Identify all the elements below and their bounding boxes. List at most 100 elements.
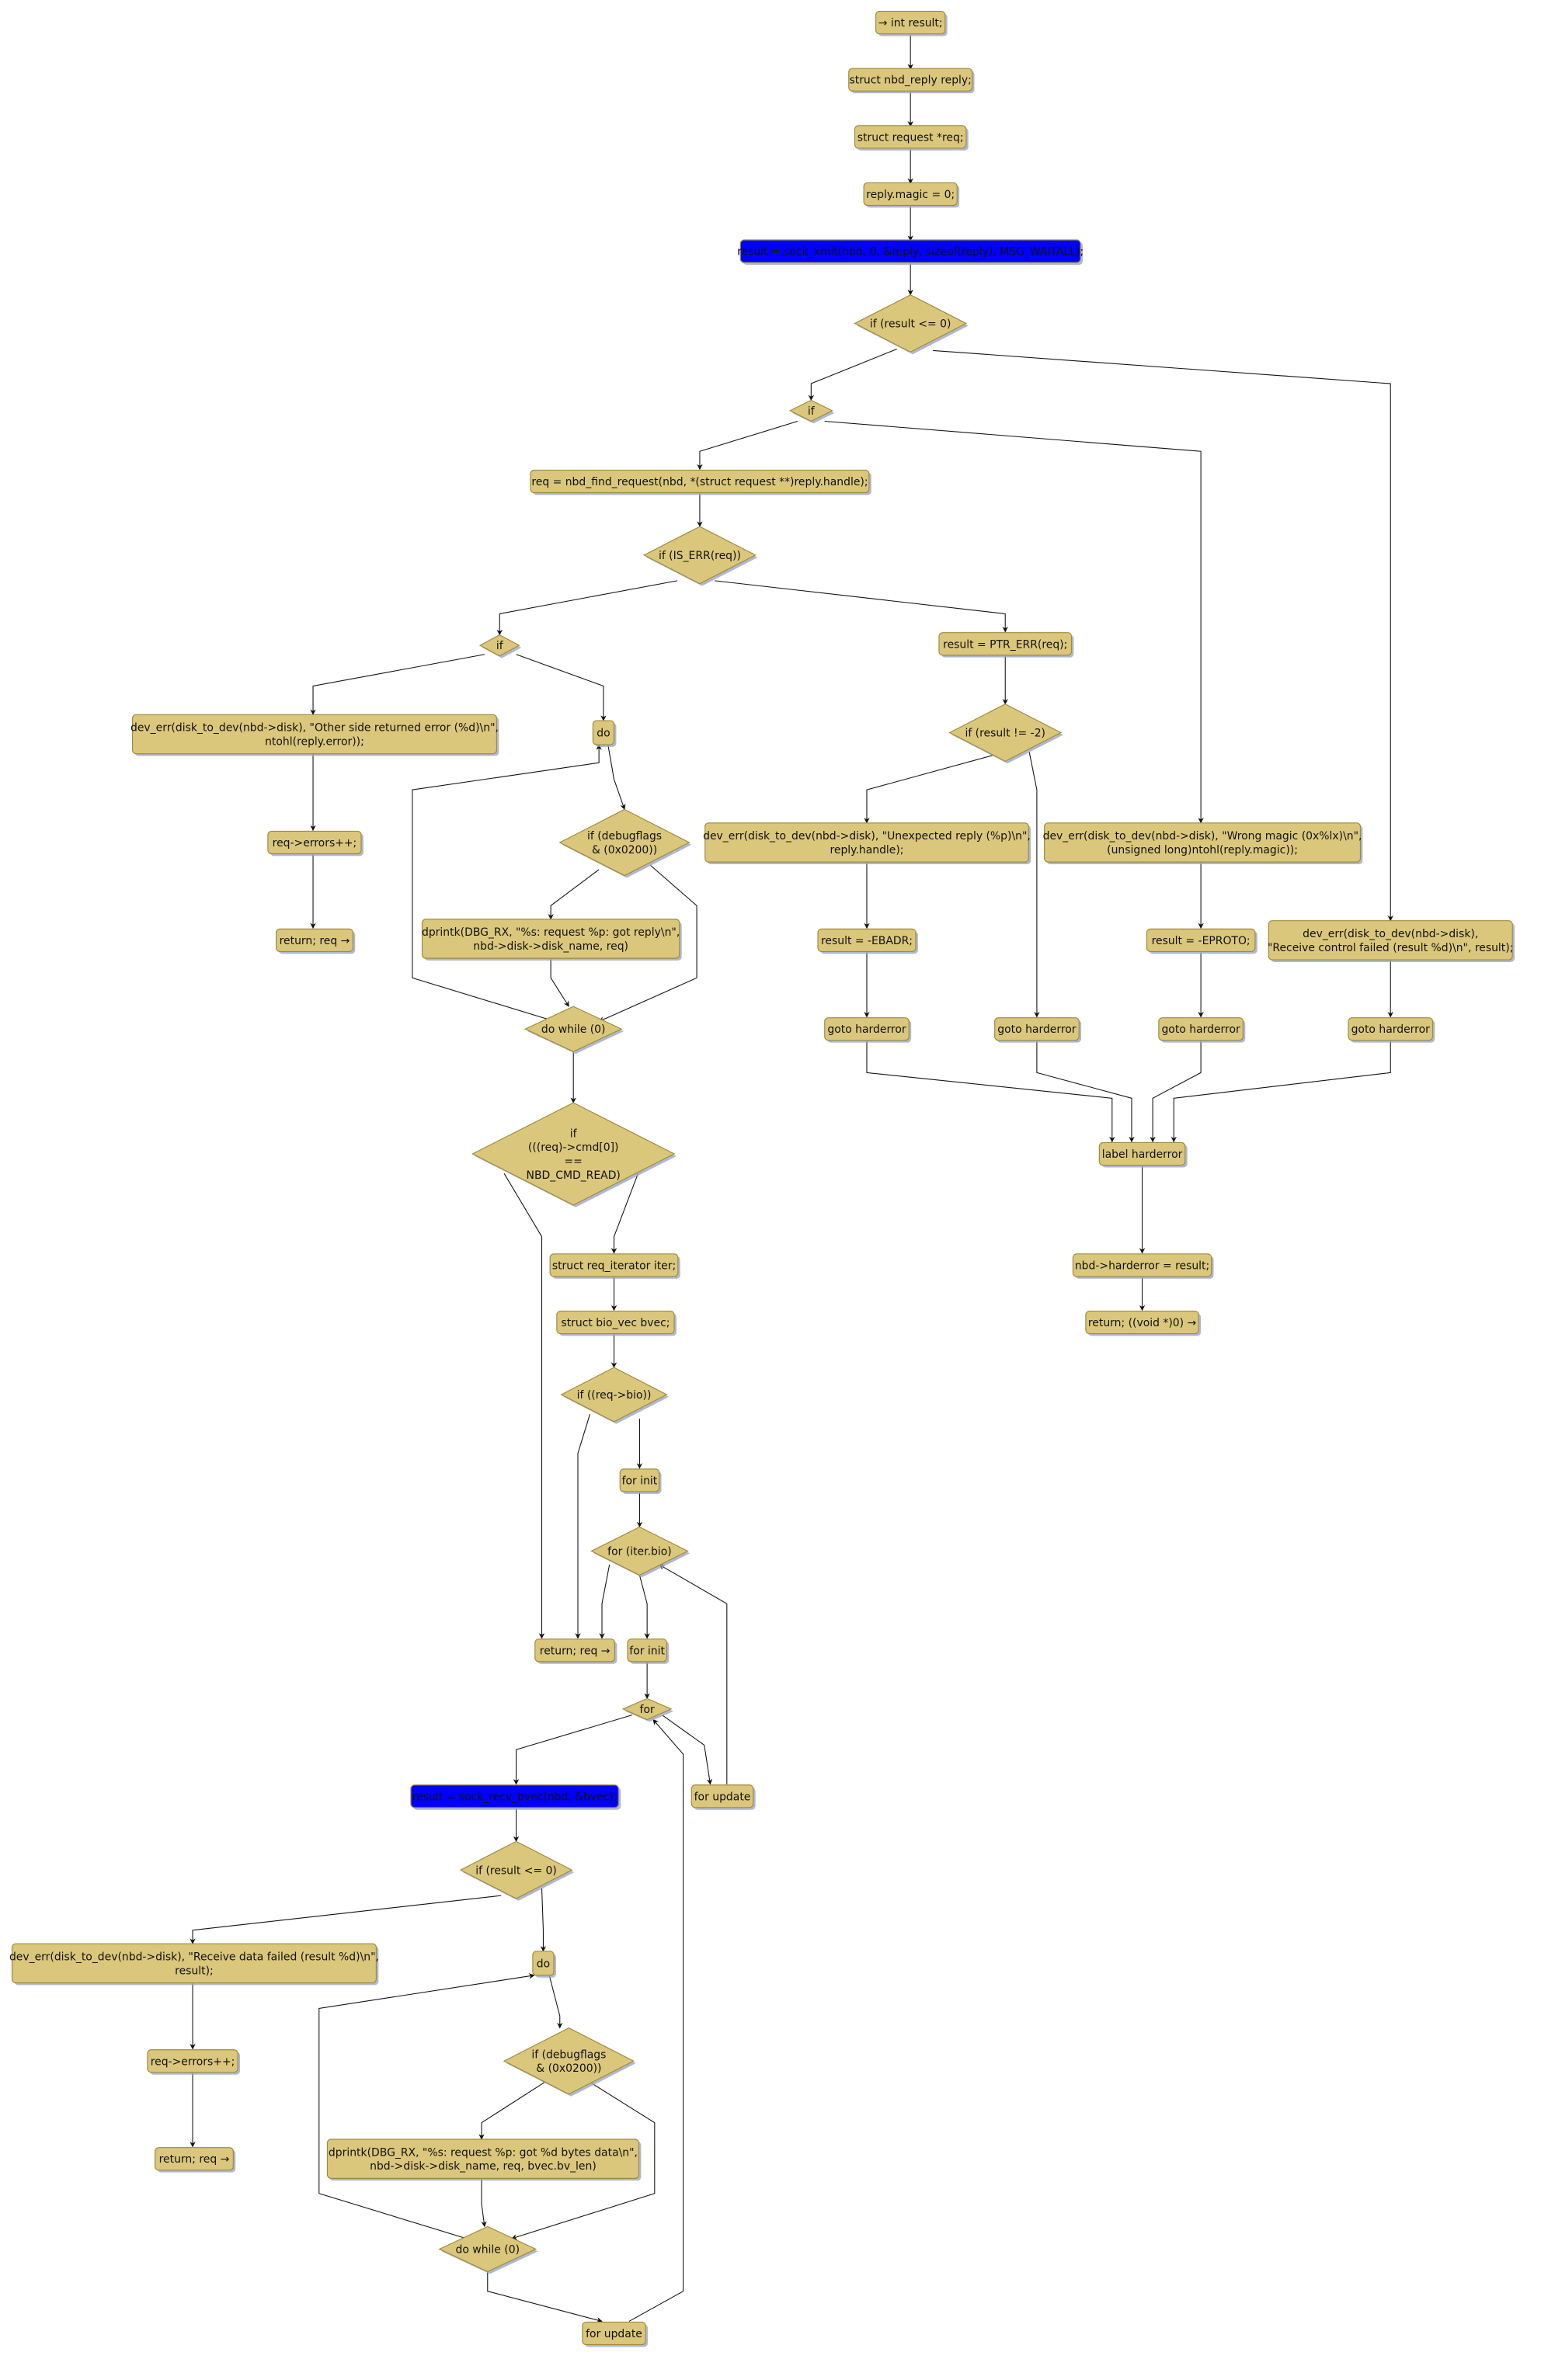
statement-node[interactable]: label harderror [1098,1141,1188,1168]
decision-node[interactable]: do while (0) [438,2225,538,2274]
decision-node[interactable]: if [788,399,835,424]
decision-diamond [471,1102,676,1206]
decision-node[interactable]: do while (0) [524,1006,624,1054]
statement-node[interactable]: dev_err(disk_to_dev(nbd->disk), "Wrong m… [1043,822,1363,865]
decision-node[interactable]: if [478,634,522,658]
statement-node[interactable]: return; ((void *)0) → [1085,1310,1202,1336]
node-label: req->errors++; [151,2055,235,2068]
decision-node[interactable]: if (debugflags& (0x0200)) [503,2027,636,2097]
statement-node[interactable]: result = -EPROTO; [1146,928,1257,954]
node-label: & (0x0200)) [536,2062,601,2075]
statement-box [530,469,870,494]
node-label: result); [175,1965,214,1977]
node-label: for [640,1704,655,1716]
decision-node[interactable]: for (iter.bio) [590,1526,690,1578]
statement-node[interactable]: req = nbd_find_request(nbd, *(struct req… [530,469,871,495]
statement-box [1348,1017,1434,1041]
statement-node[interactable]: do [532,1951,556,1978]
statement-box [1085,1310,1199,1335]
statement-node[interactable]: dev_err(disk_to_dev(nbd->disk), "Unexpec… [703,822,1031,865]
flow-edge [511,2081,656,2240]
statement-node[interactable]: dprintk(DBG_RX, "%s: request %p: got %d … [326,2139,642,2181]
node-label: if [496,640,504,652]
flow-edge [496,580,677,636]
statement-node[interactable]: result = PTR_ERR(req); [938,632,1074,658]
decision-node[interactable]: for [621,1697,674,1722]
decision-node[interactable]: if (result <= 0) [854,294,969,355]
statement-node[interactable]: return; req → [534,1638,617,1664]
flow-edge [598,864,697,1023]
node-label: goto harderror [827,1023,906,1036]
statement-box [11,1943,377,1984]
statement-node[interactable]: for update [690,1784,756,1810]
statement-node[interactable]: req->errors++; [147,2049,241,2075]
node-label: result = sock_recv_bvec(nbd, &bvec); [412,1791,617,1803]
highlighted-statement-node[interactable]: result = sock_recv_bvec(nbd, &bvec); [410,1784,621,1810]
flow-edge [1028,752,1040,1018]
flow-edge [478,2081,545,2140]
decision-node[interactable]: if (debugflags& (0x0200)) [558,808,692,878]
decision-node[interactable]: if(((req)->cmd[0])==NBD_CMD_READ) [471,1102,677,1207]
node-label: for (iter.bio) [607,1546,672,1558]
statement-box [267,830,362,855]
node-label: if (result <= 0) [870,318,951,331]
statement-node[interactable]: for init [619,1468,662,1494]
statement-box [824,1017,910,1041]
flow-edge [628,1718,684,2322]
node-label: return; req → [540,1645,610,1657]
statement-node[interactable]: dev_err(disk_to_dev(nbd->disk), "Receive … [1268,920,1515,962]
statement-node[interactable]: → int result; [875,10,948,36]
statement-node[interactable]: for update [582,2321,649,2347]
flow-edge [808,348,897,401]
statement-box [863,182,958,207]
statement-box [1158,1017,1244,1041]
statement-node[interactable]: dprintk(DBG_RX, "%s: request %p: got rep… [421,919,682,961]
decision-node[interactable]: if ((req->bio)) [560,1367,670,1424]
node-label: result = -EPROTO; [1152,935,1251,947]
node-label: if [808,405,816,418]
node-label: do [537,1958,550,1970]
node-label: if ((req->bio)) [577,1389,652,1402]
node-label: struct request *req; [857,131,964,144]
node-label: → int result; [878,17,943,30]
node-label: return; ((void *)0) → [1088,1317,1196,1329]
statement-node[interactable]: struct nbd_reply reply; [848,68,975,94]
decision-node[interactable]: if (IS_ERR(req)) [642,526,758,586]
flow-edge [516,654,607,721]
statement-node[interactable]: dev_err(disk_to_dev(nbd->disk), "Other s… [130,714,499,756]
statement-node[interactable]: do [592,720,617,747]
node-label: req = nbd_find_request(nbd, *(struct req… [531,476,868,488]
decision-node[interactable]: if (result != -2) [948,704,1063,764]
flow-edge [638,1575,650,1639]
statement-box [854,125,967,149]
node-label: for init [622,1475,658,1487]
statement-node[interactable]: goto harderror [824,1017,912,1043]
statement-box [994,1017,1080,1041]
node-label: dprintk(DBG_RX, "%s: request %p: got %d … [329,2146,638,2159]
decision-diamond [642,526,757,585]
statement-node[interactable]: goto harderror [1158,1017,1246,1043]
statement-node[interactable]: for init [627,1638,670,1664]
statement-box [147,2049,238,2073]
statement-node[interactable]: goto harderror [994,1017,1082,1043]
statement-node[interactable]: goto harderror [1348,1017,1435,1043]
statement-node[interactable]: struct req_iterator iter; [549,1253,680,1279]
statement-node[interactable]: reply.magic = 0; [863,182,960,208]
highlighted-statement-node[interactable]: result = sock_xmit(nbd, 0, &reply, sizeo… [737,239,1084,265]
statement-node[interactable]: struct bio_vec bvec; [556,1310,677,1336]
statement-node[interactable]: return; req → [275,928,356,954]
statement-box [690,1784,754,1808]
flow-edge [575,1414,591,1639]
flow-edge [1171,1041,1391,1143]
statement-node[interactable]: req->errors++; [267,830,364,856]
statement-node[interactable]: struct request *req; [854,125,969,151]
statement-node[interactable]: return; req → [155,2147,236,2173]
statement-node[interactable]: result = -EBADR; [817,928,918,954]
statement-node[interactable]: nbd->harderror = result; [1072,1253,1214,1279]
decision-node[interactable]: if (result <= 0) [459,1840,575,1901]
node-label: "Receive control failed (result %d)\n", … [1268,942,1513,954]
statement-node[interactable]: dev_err(disk_to_dev(nbd->disk), "Receive… [9,1943,379,1986]
node-label: if (IS_ERR(req)) [659,550,741,562]
node-label: dev_err(disk_to_dev(nbd->disk), [1303,928,1478,940]
node-label: dprintk(DBG_RX, "%s: request %p: got rep… [422,926,680,939]
